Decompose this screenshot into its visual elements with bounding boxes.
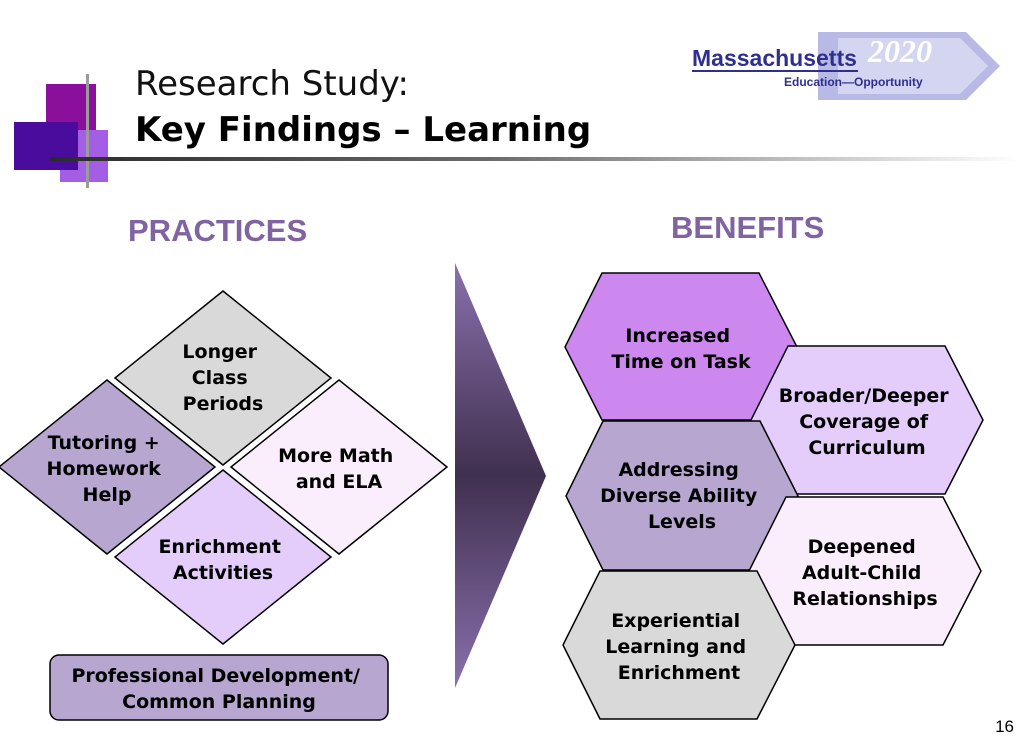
practice-tutoring-homework-help: Tutoring + Homework Help <box>0 379 217 555</box>
svg-text:Broader/Deeper Coverage: Broader/Deeper Coverage of Curriculum <box>779 385 956 459</box>
massachusetts-2020-logo: Massachusetts 2020 Education—Opportunity <box>688 30 1008 102</box>
svg-text:Deepened Adult-Child: Deepened Adult-Child Relationships <box>792 536 937 610</box>
benefit-increased-time-on-task: Increased Time on Task <box>564 272 798 421</box>
hexagon-shape <box>562 570 796 720</box>
svg-text:Addressing Diverse Abili: Addressing Diverse Ability Levels <box>600 459 764 533</box>
title-underline <box>50 157 1020 161</box>
benefits-heading: BENEFITS <box>671 210 825 245</box>
professional-development-box: Professional Development/ Common Plannin… <box>49 654 389 721</box>
logo-tagline: Education—Opportunity <box>784 75 923 89</box>
practices-heading: PRACTICES <box>128 213 308 248</box>
svg-text:Professional Development/: Professional Development/ Common Plannin… <box>71 665 366 713</box>
logo-year: 2020 <box>867 33 932 69</box>
diamond-shape <box>113 290 333 466</box>
benefit-deepened-adult-child: Deepened Adult-Child Relationships <box>748 496 982 646</box>
benefit-addressing-diverse-ability: Addressing Diverse Ability Levels <box>565 420 799 571</box>
benefit-broader-deeper-coverage: Broader/Deeper Coverage of Curriculum <box>750 345 984 495</box>
benefit-experiential-learning: Experiential Learning and Enrichment <box>562 570 796 720</box>
rounded-box <box>49 654 389 721</box>
svg-text:More Math and ELA: More Math and ELA <box>278 445 400 493</box>
logo-name: Massachusetts <box>692 45 857 71</box>
svg-text:Tutoring + Homework: Tutoring + Homework Help <box>47 432 168 506</box>
logo-arrow-highlight <box>838 38 988 94</box>
practice-longer-class-periods: Longer Class Periods <box>113 290 333 466</box>
practice-enrichment-activities: Enrichment Activities <box>113 469 333 645</box>
hexagon-shape <box>750 345 984 495</box>
flow-arrow <box>455 263 546 688</box>
svg-text:Experiential Learning an: Experiential Learning and Enrichment <box>605 610 753 684</box>
svg-text:Increased Time on Task: Increased Time on Task <box>611 325 751 373</box>
page-title-line1: Research Study: <box>135 64 409 104</box>
diamond-shape <box>229 379 449 555</box>
page-title-line2: Key Findings – Learning <box>135 110 592 150</box>
deco-square-indigo <box>14 122 78 170</box>
svg-text:Longer Class Perio: Longer Class Periods <box>182 341 263 415</box>
svg-text:Enrichment Activities: Enrichment Activities <box>158 536 287 584</box>
decorative-squares <box>0 0 130 200</box>
practice-more-math-ela: More Math and ELA <box>229 379 449 555</box>
deco-vertical-line <box>86 74 89 188</box>
diamond-shape <box>113 469 333 645</box>
diamond-shape <box>0 379 217 555</box>
page-number: 16 <box>995 717 1014 736</box>
